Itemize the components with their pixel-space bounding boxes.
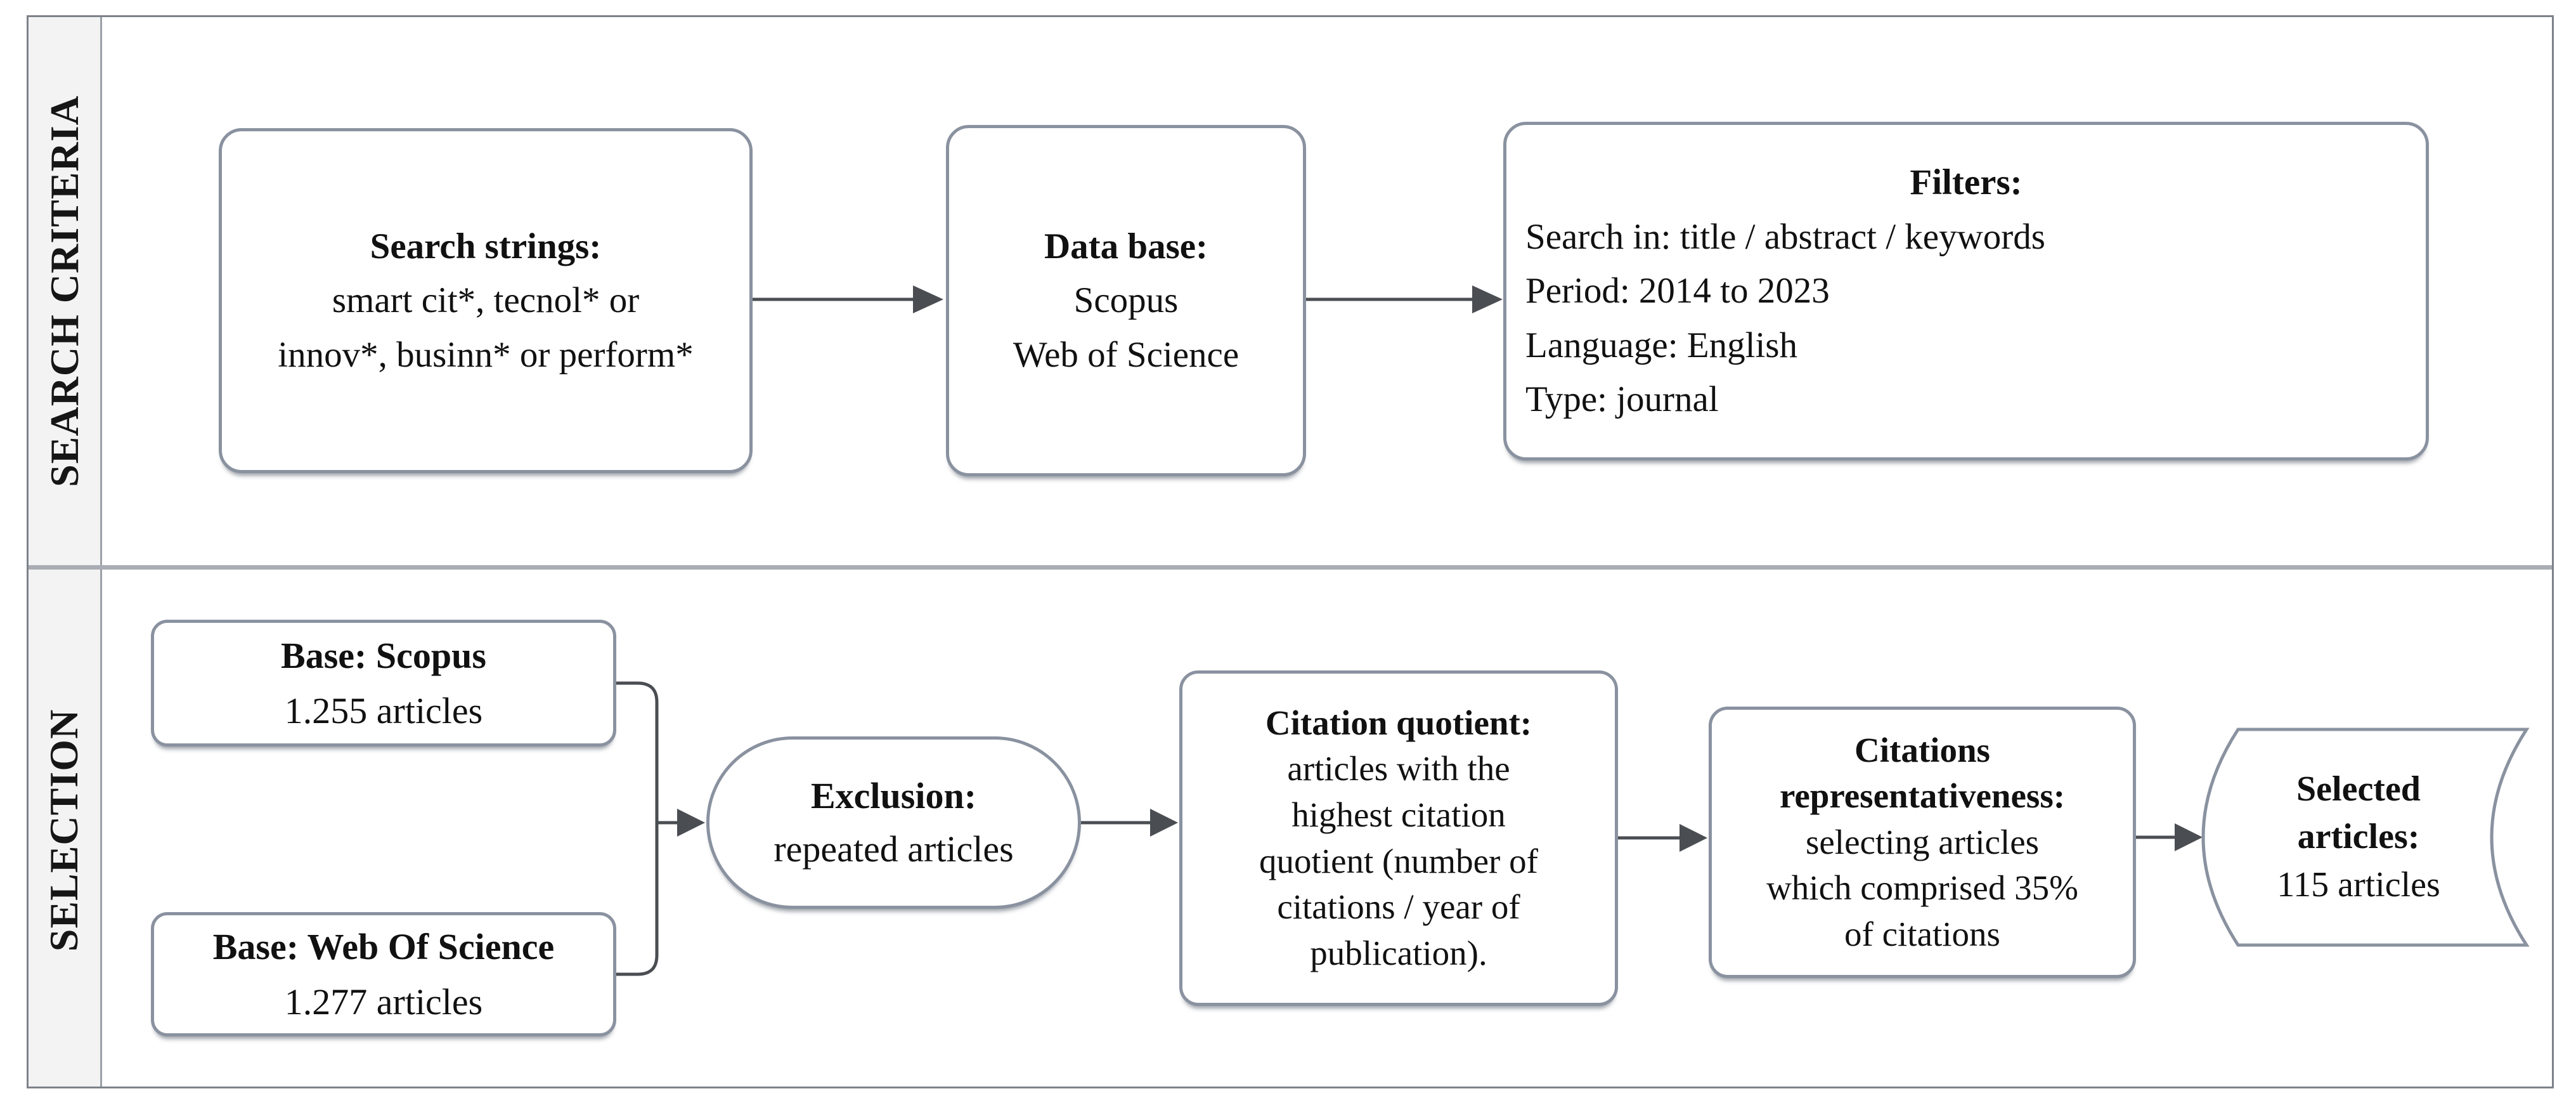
- node-exclusion: Exclusion: repeated articles: [706, 736, 1081, 909]
- arrow-representativeness-to-selected: [2136, 823, 2203, 851]
- search-strings-line-1: smart cit*, tecnol* or: [332, 280, 640, 321]
- filters-title: Filters:: [1910, 162, 2023, 203]
- arrow-citation-quotient-to-representativeness: [1618, 824, 1707, 852]
- filter-period: Period: 2014 to 2023: [1525, 271, 1830, 311]
- base-wos-title: Base: Web Of Science: [212, 926, 555, 967]
- connector-bases-merge: [616, 681, 705, 976]
- selected-articles-count: 115 articles: [2277, 865, 2440, 904]
- representativeness-body: selecting articles which comprised 35% o…: [1766, 822, 2078, 953]
- database-line-2: Web of Science: [1013, 334, 1239, 375]
- arrow-exclusion-to-citation-quotient: [1081, 809, 1178, 837]
- filter-search-in: Search in: title / abstract / keywords: [1525, 216, 2045, 257]
- node-database: Data base: Scopus Web of Science: [946, 125, 1306, 476]
- node-filters: Filters: Search in: title / abstract / k…: [1503, 122, 2429, 460]
- search-strings-title: Search strings:: [370, 226, 602, 266]
- node-search-strings: Search strings: smart cit*, tecnol* or i…: [219, 128, 753, 473]
- exclusion-body: repeated articles: [773, 828, 1014, 870]
- citation-quotient-title: Citation quotient:: [1265, 703, 1532, 742]
- base-scopus-count: 1.255 articles: [284, 690, 483, 731]
- exclusion-title: Exclusion:: [810, 774, 977, 816]
- node-base-web-of-science: Base: Web Of Science 1.277 articles: [151, 912, 616, 1036]
- filter-language: Language: English: [1525, 325, 1797, 365]
- base-scopus-title: Base: Scopus: [281, 635, 486, 676]
- search-strings-line-2: innov*, businn* or perform*: [278, 334, 694, 375]
- citation-quotient-body: articles with the highest citation quoti…: [1259, 749, 1538, 972]
- arrow-search-strings-to-database: [750, 285, 943, 313]
- database-title: Data base:: [1044, 226, 1208, 266]
- base-wos-count: 1.277 articles: [284, 981, 483, 1022]
- node-selected-articles: Selected articles: 115 articles: [2222, 736, 2495, 939]
- node-citations-representativeness: Citations representativeness: selecting …: [1709, 707, 2136, 978]
- representativeness-title: Citations representativeness:: [1779, 730, 2066, 816]
- node-base-scopus: Base: Scopus 1.255 articles: [151, 620, 616, 747]
- section-divider: [27, 565, 2554, 570]
- selected-articles-shape: [2201, 728, 2530, 947]
- filters-list: Search in: title / abstract / keywords P…: [1506, 210, 2426, 427]
- sidebar-strip: [27, 15, 102, 1088]
- selected-articles-title: Selected articles:: [2296, 769, 2421, 857]
- node-citation-quotient: Citation quotient: articles with the hig…: [1179, 670, 1618, 1006]
- database-line-1: Scopus: [1073, 280, 1179, 321]
- filter-type: Type: journal: [1525, 379, 1719, 420]
- arrow-database-to-filters: [1306, 285, 1503, 313]
